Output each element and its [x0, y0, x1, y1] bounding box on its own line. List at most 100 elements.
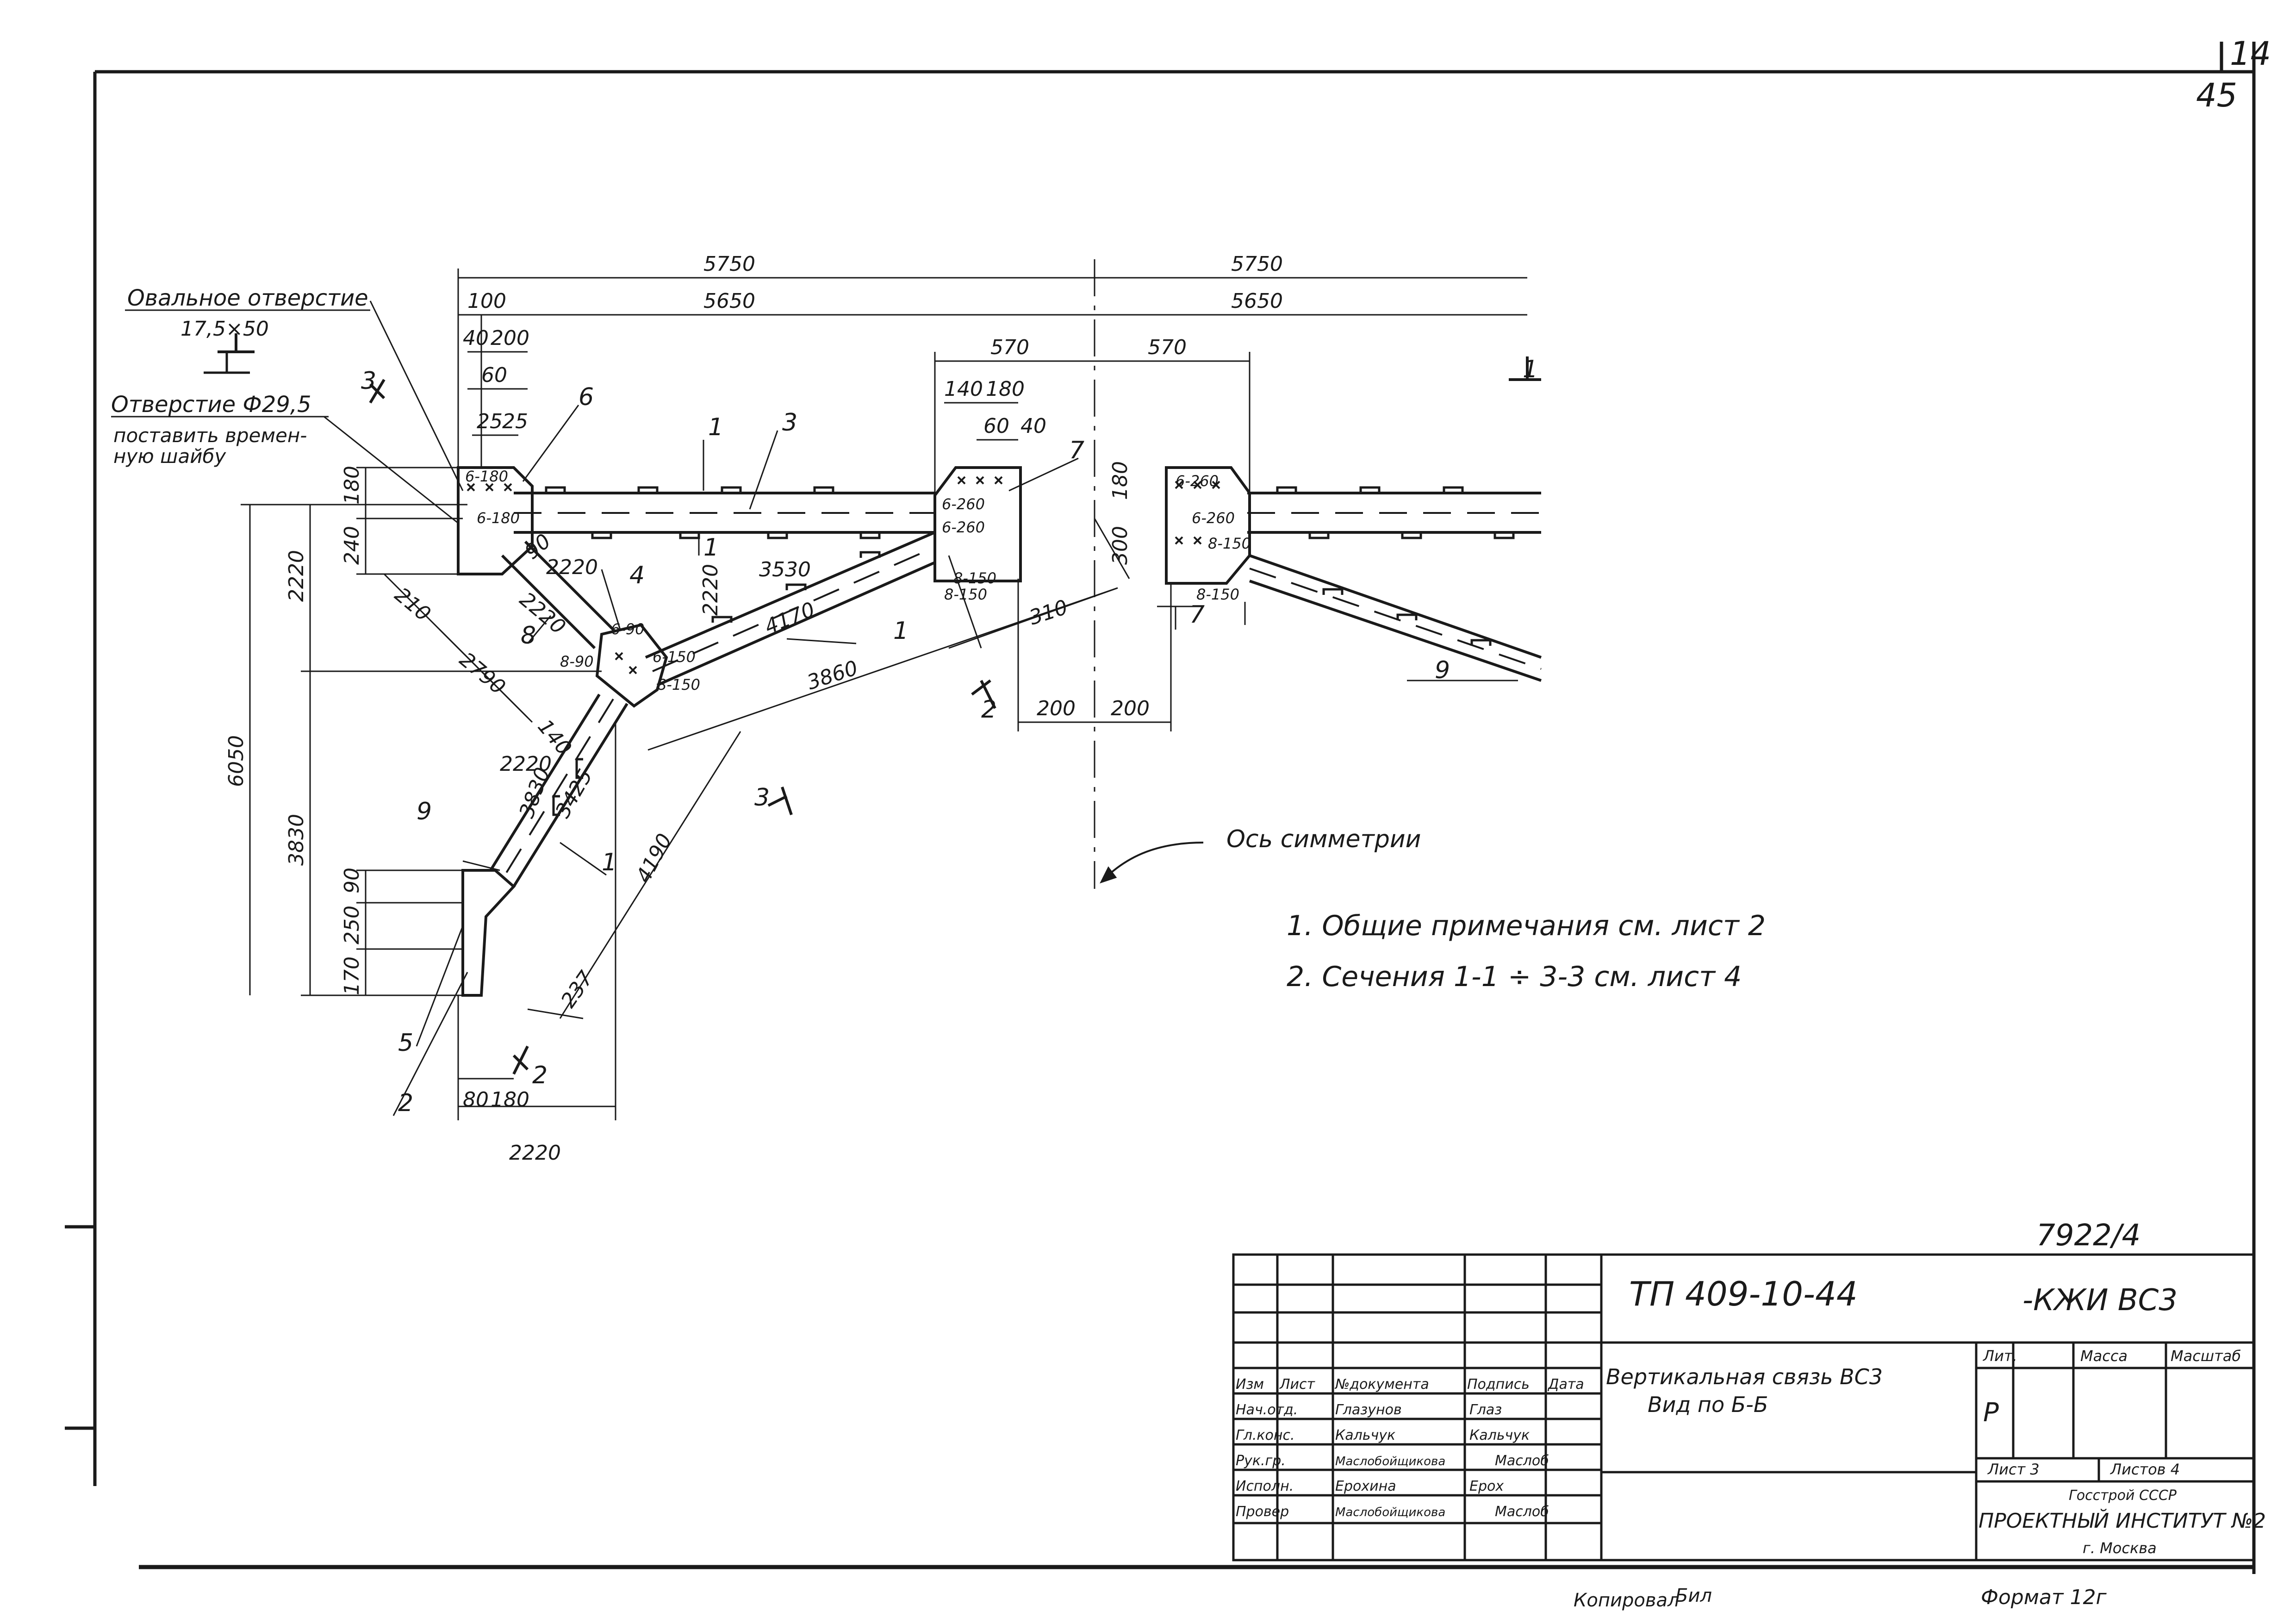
row-name: Маслобойщикова — [1335, 1505, 1445, 1519]
dim-210: 210 — [390, 583, 435, 626]
dim-200: 200 — [491, 326, 529, 350]
bolt-label: 6-260 — [942, 495, 985, 513]
bolt-label: 8-150 — [944, 586, 987, 603]
position-marker: 3 — [782, 409, 797, 437]
symmetry-axis-label: Ось симметрии — [1226, 825, 1421, 853]
dim-25a: 25 — [477, 410, 503, 433]
mass-label: Масса — [2080, 1347, 2128, 1365]
document-mark: -КЖИ ВС3 — [2022, 1283, 2178, 1318]
organization-line1: Госстрой СССР — [2069, 1487, 2177, 1504]
lit-label: Лит. — [1983, 1347, 2017, 1365]
dim-2220-bottom: 2220 — [509, 1141, 561, 1165]
row-signature: Ерох — [1469, 1478, 1504, 1494]
dim-5650-right: 5650 — [1231, 289, 1283, 313]
row-role: Исполн. — [1236, 1478, 1294, 1494]
dim-v170: 170 — [340, 956, 364, 995]
dim-40: 40 — [463, 326, 489, 350]
dimension-lines — [241, 269, 1527, 1120]
dim-3425: 3425 — [551, 765, 597, 822]
washer-note-line2: ную шайбу — [113, 445, 226, 468]
position-marker: 6 — [579, 383, 594, 411]
section-3-marker-top: 3 — [361, 367, 376, 395]
row-signature: Маслоб — [1495, 1504, 1549, 1520]
position-marker: 7 — [1189, 601, 1205, 629]
row-role: Рук.гр. — [1236, 1453, 1286, 1469]
position-marker: 5 — [398, 1029, 413, 1057]
dim-60: 60 — [481, 363, 507, 387]
organization-line3: г. Москва — [2083, 1539, 2157, 1557]
position-marker: 7 — [1069, 437, 1084, 464]
title-block: 7922/4 — [1232, 1218, 2266, 1562]
hole-note: Отверстие Ф29,5 — [111, 392, 311, 418]
top-brace-right — [1247, 492, 1541, 534]
format-label: Формат 12г — [1981, 1586, 2107, 1609]
column-header-list: Лист — [1279, 1376, 1316, 1393]
dim-40b: 40 — [1020, 414, 1046, 438]
gusset-center-top — [933, 466, 1022, 582]
row-role: Провер — [1236, 1504, 1289, 1520]
dim-25b: 25 — [502, 410, 528, 433]
dim-180-bottom: 180 — [491, 1088, 529, 1112]
washer-note-line1: поставить времен- — [113, 424, 307, 447]
sheet-number: Лист 3 — [1987, 1461, 2040, 1478]
weld-tabs — [545, 486, 1515, 816]
dim-v2220-mid: 2220 — [699, 564, 722, 616]
row-name: Маслобойщикова — [1335, 1455, 1445, 1468]
dim-v250: 250 — [340, 906, 364, 944]
row-name: Глазунов — [1335, 1402, 1402, 1418]
position-markers: 1 1 1 1 1 3 4 5 6 7 7 8 9 9 2 3 3 2 2 — [361, 356, 1538, 1117]
bolt-labels: 6-180 6-180 6-260 6-260 6-260 6-260 8-15… — [465, 468, 1251, 693]
section-2-marker-bottom: 2 — [532, 1062, 548, 1089]
gusset-middle — [595, 623, 668, 708]
top-brace-left — [514, 492, 935, 534]
row-signature: Маслоб — [1495, 1453, 1549, 1469]
lit-value: Р — [1983, 1398, 1999, 1428]
column-header-izm: Изм — [1236, 1376, 1264, 1393]
footer: Копировал Бил Формат 12г — [1574, 1585, 2107, 1611]
dim-237: 237 — [556, 967, 598, 1012]
scale-label: Масштаб — [2171, 1347, 2241, 1365]
position-marker: 2 — [398, 1089, 413, 1117]
column-header-date: Дата — [1547, 1376, 1584, 1393]
dim-310: 310 — [1027, 595, 1071, 630]
diagonal-brace-upper — [501, 540, 617, 650]
drawing-number: 7922/4 — [2036, 1218, 2140, 1253]
oval-hole-note: Овальное отверстие — [127, 285, 368, 311]
copied-signature: Бил — [1675, 1585, 1712, 1606]
dim-570-left: 570 — [990, 336, 1029, 359]
copied-label: Копировал — [1574, 1590, 1680, 1611]
dim-3530: 3530 — [759, 558, 811, 581]
bolt-label: 8-90 — [560, 653, 594, 670]
row-signature: Кальчук — [1469, 1427, 1530, 1443]
gusset-right-top — [1165, 466, 1251, 585]
callout-notes: Овальное отверстие 17,5×50 Отверстие Ф29… — [111, 285, 1766, 993]
bolt-label: 8-150 — [953, 569, 996, 587]
bolt-label: 8-150 — [1208, 535, 1251, 552]
dim-3860: 3860 — [804, 656, 861, 694]
diagonal-brace-right — [1249, 554, 1542, 682]
dim-5750-right: 5750 — [1231, 252, 1283, 276]
drawing-subtitle: Вид по Б-Б — [1648, 1392, 1768, 1417]
dim-200-a: 200 — [1037, 697, 1076, 720]
position-marker: 1 — [893, 617, 908, 645]
sheet-corner-number: 14 — [2230, 35, 2271, 73]
row-role: Гл.конс. — [1236, 1427, 1295, 1443]
bolt-label: 6-260 — [1176, 472, 1219, 490]
section-2-marker-mid: 2 — [981, 696, 996, 724]
sheets-total: Листов 4 — [2110, 1461, 2180, 1478]
dim-v180-right: 180 — [1108, 461, 1132, 500]
dim-570-right: 570 — [1148, 336, 1187, 359]
bolt-label: 6-180 — [465, 468, 508, 485]
section-1-marker: 1 — [1523, 356, 1538, 383]
position-marker: 8 — [521, 622, 536, 650]
bolt-label: 6-180 — [477, 509, 520, 527]
general-note-2: 2. Сечения 1-1 ÷ 3-3 см. лист 4 — [1287, 961, 1742, 993]
symmetry-leader — [1100, 842, 1204, 884]
bolt-label: 8-150 — [657, 676, 700, 693]
dim-v6050: 6050 — [224, 735, 248, 787]
position-marker: 9 — [1435, 656, 1450, 684]
organization-line2: ПРОЕКТНЫЙ ИНСТИТУТ №2 — [1979, 1508, 2266, 1533]
dim-2220-c: 2220 — [500, 752, 552, 776]
document-code: ТП 409-10-44 — [1629, 1274, 1858, 1313]
